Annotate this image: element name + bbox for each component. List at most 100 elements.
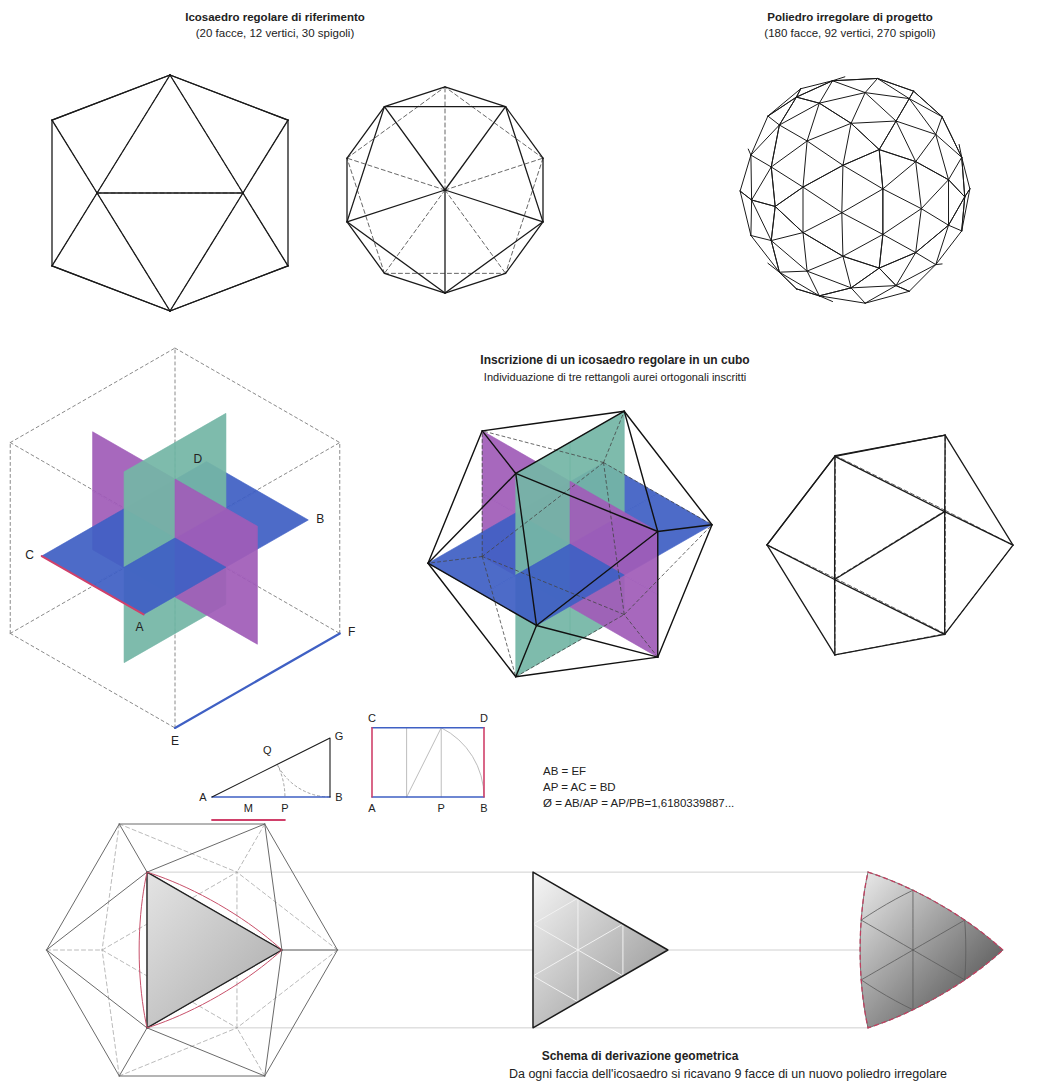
subdivision-line [578,950,623,976]
geodesic-edge [796,81,832,97]
geodesic-edge [796,97,819,103]
hidden-edge [482,431,483,557]
hidden-edge [445,87,446,190]
formula-line: AP = AC = BD [543,781,616,794]
geodesic-edge [751,155,771,167]
visible-edge [52,266,170,311]
geodesic-edge [843,150,879,166]
visible-edge [767,545,835,580]
geodesic-edge [921,180,948,209]
geodesic-edge [851,93,865,124]
visible-edge [52,120,97,193]
geodesic-edge [896,99,909,121]
visible-edge [347,107,384,222]
visible-edge [834,456,836,579]
visible-edge [445,273,506,293]
hidden-edge-group [52,75,288,311]
geodesic-edge [843,256,851,288]
hidden-edge [445,190,506,273]
visible-edge [147,1028,265,1076]
point-label: M [244,802,253,815]
segment-ab-group [212,797,330,798]
point-label: P [281,802,288,815]
visible-edge [97,193,170,311]
hidden-edge [347,158,445,190]
geodesic-edge [771,206,775,240]
visible-edge-group [47,824,338,1076]
hidden-edge [97,193,170,311]
cube-edge [175,633,340,727]
panel-heading: Icosaedro regolare di riferimento [185,11,365,24]
visible-edge [536,625,657,657]
geodesic-edge [851,121,896,123]
geodesic-edge [949,180,965,197]
golden-section-construction [212,738,330,820]
geodesic-edge [916,253,936,265]
visible-edge [482,431,516,474]
visible-edge [835,435,945,456]
geodesic-edge [768,116,779,125]
hidden-edge-group [767,435,1013,655]
geodesic-edge [865,78,877,92]
subdivision-line [533,950,578,976]
visible-edge [445,190,543,222]
geodesic-edge [949,225,962,231]
geodesic-edge [819,296,865,303]
geodesic-edge [740,155,751,191]
visible-edge [516,473,658,531]
geodesic-edge [896,265,936,286]
icosahedron-oblique [767,435,1013,655]
segment-ap [212,819,285,821]
geodesic-edge [771,206,775,240]
geodesic-edge [750,155,752,200]
geodesic-edge [883,162,916,189]
construction-line [407,728,442,797]
caption-text: Da ogni faccia dell'icosaedro si ricavan… [509,1067,947,1081]
visible-edge-group [428,411,712,677]
geodesic-edge [803,141,807,187]
hidden-edge [384,190,445,273]
visible-edge [347,107,384,159]
geodesic-edge [843,256,879,268]
geodesic-edge [851,268,879,288]
geodesic-edge [916,225,949,252]
geodesic-edge [807,271,851,288]
spherical-subdivision-line [913,950,965,980]
hidden-edge [428,556,482,563]
panel-heading: Inscrizione di un icosaedro regolare in … [480,354,749,368]
visible-edge [835,435,945,456]
geodesic-edge [948,180,949,225]
cube-edge-group [10,348,340,728]
spherical-subdivision-line [912,950,913,1010]
hidden-edge [102,824,119,950]
geodesic-edge [865,291,909,303]
hidden-edge [119,824,237,872]
visible-edge [624,411,658,531]
visible-edge [444,190,445,293]
flat-face [533,872,668,1028]
visible-edge [170,75,288,120]
spherical-subdivision-line [861,980,913,1010]
visible-edge [51,120,52,266]
construction-arc [277,764,285,797]
visible-edge [516,411,624,473]
geodesic-edge [751,235,771,240]
geodesic-edge [879,253,915,269]
geodesic-edge [779,125,807,141]
geodesic-edge [771,167,775,206]
visible-edge [428,563,536,625]
geodesic-edge [865,286,896,304]
icosahedron-vertex-view [347,87,543,293]
geodesic-edge [796,81,832,97]
geodesic-edge [779,271,807,272]
point-label: D [480,711,488,724]
geodesic-edge [775,187,803,206]
construction-line [441,728,442,797]
geodesic-edge [843,234,883,256]
geodesic-edge [748,149,751,155]
visible-edge [243,120,288,193]
cube-edge-ef-group [175,633,340,727]
spherical-subdivision-line [912,890,913,950]
subdivision-line [578,924,623,950]
visible-edge [428,473,516,563]
